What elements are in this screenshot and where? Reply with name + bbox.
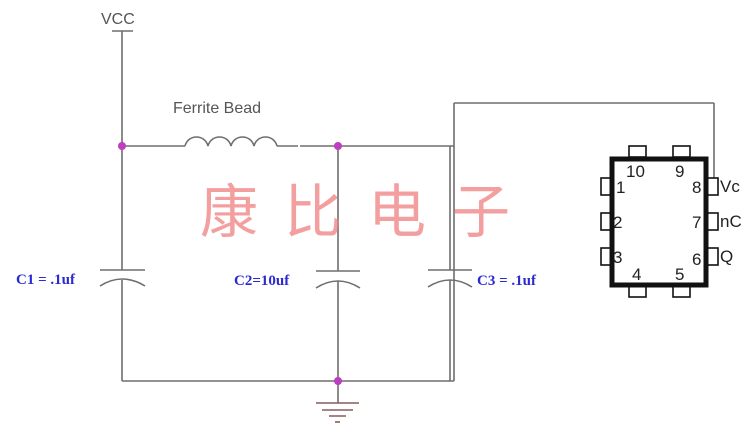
capacitor-c3: C3 = .1uf	[427, 146, 537, 381]
pin-9: 9	[675, 162, 684, 181]
capacitor-c2: C2=10uf	[234, 146, 361, 381]
junction-nodes	[118, 142, 342, 385]
c2-label: C2=10uf	[234, 273, 290, 289]
c1-label: C1 = .1uf	[16, 272, 76, 288]
vcc-label: VCC	[101, 11, 135, 28]
node-dot	[334, 142, 342, 150]
pin-3: 3	[613, 248, 622, 267]
pin-6: 6	[692, 250, 701, 269]
watermark-text: 康比电子	[200, 178, 536, 246]
pin-name-q: Q	[720, 247, 733, 266]
node-dot	[118, 142, 126, 150]
ferrite-bead-label: Ferrite Bead	[173, 100, 261, 117]
ground-rail	[122, 380, 454, 423]
chip-feed-wire	[453, 102, 715, 381]
node-dot	[334, 377, 342, 385]
vcc-symbol: VCC	[101, 11, 135, 146]
pin-name-vcc: Vc	[720, 177, 740, 196]
pin-name-nq: nC	[720, 212, 741, 231]
pin-2: 2	[613, 213, 622, 232]
pin-8: 8	[692, 178, 701, 197]
top-rail: Ferrite Bead	[122, 100, 454, 147]
pin-10: 10	[626, 162, 645, 181]
c3-label: C3 = .1uf	[477, 273, 537, 289]
pin-5: 5	[675, 265, 684, 284]
capacitor-c1: C1 = .1uf	[16, 146, 146, 381]
pin-4: 4	[632, 265, 641, 284]
pin-1: 1	[616, 178, 625, 197]
ic-chip: 10 9 1 2 3 8 7 6 4 5 Vc nC Q	[600, 145, 741, 298]
pin-7: 7	[692, 213, 701, 232]
